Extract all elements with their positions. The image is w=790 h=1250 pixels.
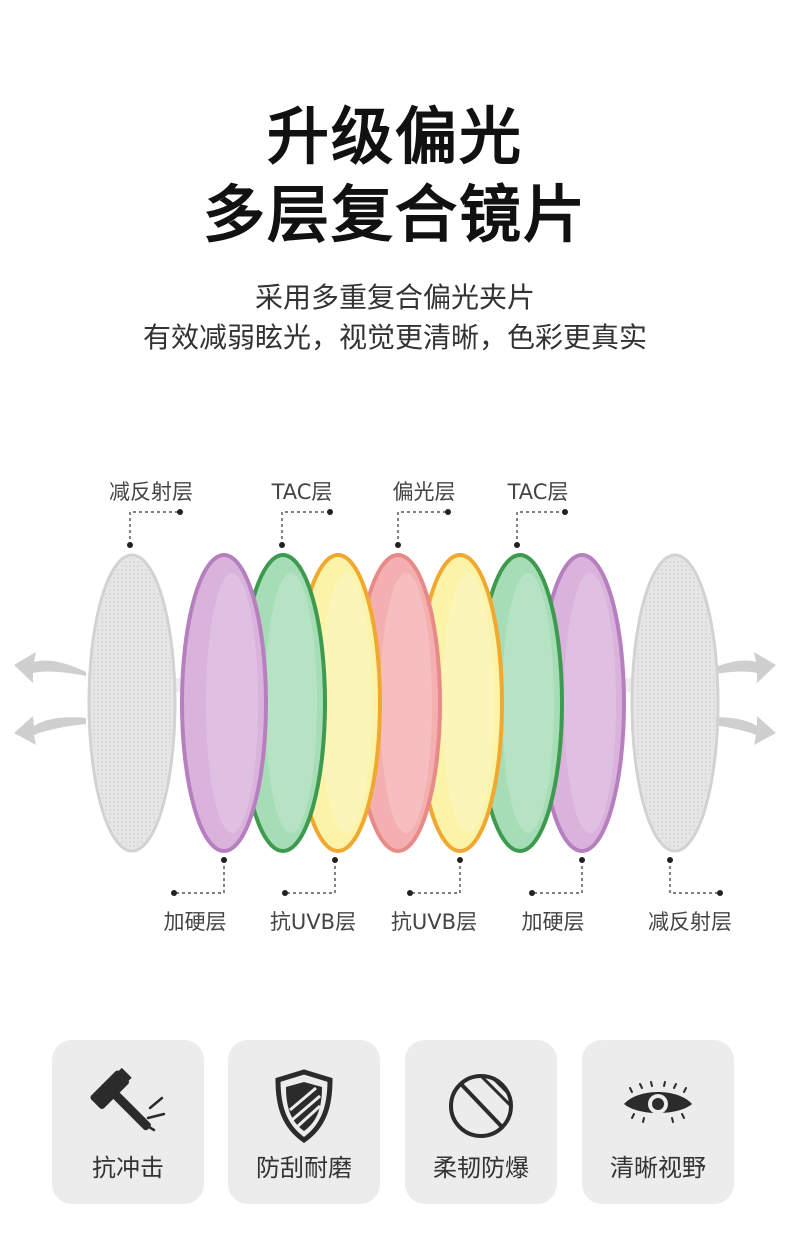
arrow-right-down-icon [704, 716, 776, 745]
label-uvb-bottom-left: 抗UVB层 [269, 910, 357, 934]
lens-layer-diagram [14, 509, 776, 896]
feature-label-scratch: 防刮耐磨 [256, 1154, 352, 1182]
feature-card-flexible: 柔韧防爆 [405, 1040, 557, 1204]
main-title-line1: 升级偏光 [266, 100, 523, 173]
bottom-leader-lines [174, 860, 720, 894]
label-hard-coat-bottom-left: 加硬层 [163, 910, 227, 934]
lens-polarizer [354, 553, 442, 853]
eye-icon [624, 1081, 692, 1123]
lens-anti-reflective-right [630, 553, 720, 853]
hammer-icon [90, 1067, 166, 1132]
label-polarizer-top: 偏光层 [392, 480, 456, 504]
feature-label-clear-view: 清晰视野 [610, 1154, 706, 1182]
feature-card-impact: 抗冲击 [52, 1040, 204, 1204]
shield-icon [275, 1069, 333, 1144]
label-uvb-bottom-right: 抗UVB层 [390, 910, 478, 934]
subtitle-line2: 有效减弱眩光，视觉更清晰，色彩更真实 [142, 321, 647, 354]
feature-card-clear-view: 清晰视野 [582, 1040, 734, 1204]
label-tac-top-right: TAC层 [507, 480, 569, 504]
bottom-leader-dots [171, 857, 723, 896]
feature-card-scratch: 防刮耐磨 [228, 1040, 380, 1204]
arrow-left-up-icon [14, 652, 86, 683]
arrow-left-down-icon [14, 716, 86, 745]
label-tac-top-left: TAC层 [271, 480, 333, 504]
lens-uvb-right [416, 553, 504, 853]
feature-label-flexible: 柔韧防爆 [433, 1154, 529, 1182]
arrow-right-up-icon [704, 652, 776, 683]
lens-hard-coat-left [180, 553, 268, 853]
label-hard-coat-bottom-right: 加硬层 [521, 910, 585, 934]
label-anti-reflective-top: 减反射层 [109, 480, 193, 504]
label-anti-reflective-bottom: 减反射层 [648, 910, 732, 934]
main-title-line2: 多层复合镜片 [202, 178, 587, 251]
lens-tac-right [476, 553, 564, 853]
lens-hard-coat-right [538, 553, 626, 853]
top-leader-lines [129, 511, 565, 545]
subtitle-line1: 采用多重复合偏光夹片 [254, 281, 535, 314]
half-circle-icon [449, 1074, 513, 1138]
top-leader-dots [127, 509, 568, 548]
lens-anti-reflective-left [87, 553, 177, 853]
feature-label-impact: 抗冲击 [92, 1154, 164, 1182]
